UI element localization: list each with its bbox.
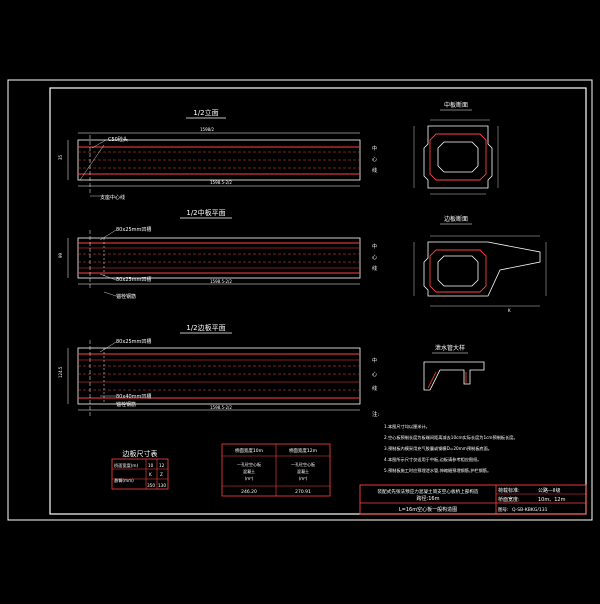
mid-plan-title: 1/2中板平面 [186, 208, 225, 217]
notes-heading: 注: [372, 410, 380, 418]
elevation-total-dim: 1598/2 [200, 127, 215, 132]
centerline-char-3: 线 [372, 167, 377, 174]
size-row1-label: 桥面宽度(m) [114, 462, 138, 469]
elevation-bottom-dim: 1598.5-2/2 [210, 180, 232, 185]
centerline-char-1: 中 [372, 145, 377, 152]
edge-section-k: K [508, 308, 511, 313]
load-label: 荷载标准: [498, 487, 520, 494]
mid-plan-view: 1/2中板平面 99 80x25mm凹槽 80x25mm凹槽 1598.5-2/… [58, 208, 377, 300]
note-line-4: 4.本图所示尺寸仅适用于中板,边板请参考相应图纸。 [384, 456, 481, 463]
size-row1-v2: 12 [159, 463, 165, 468]
edge-section-view: 边板断面 K [413, 215, 547, 313]
drawing-no: Q-SB-KBKG/131 [512, 507, 548, 513]
edge-cl-1: 中 [372, 357, 377, 364]
centerline-char-2: 心 [372, 156, 377, 163]
mid-section-title: 中板断面 [444, 101, 468, 109]
mid-anchor-label: 锚栓钢筋 [116, 293, 136, 300]
note-line-1: 1.本图尺寸均以厘米计。 [384, 423, 430, 430]
drain-detail-view: 泄水管大样 [423, 344, 485, 391]
mid-cl-3: 线 [372, 265, 377, 272]
edge-cl-3: 线 [372, 385, 377, 392]
inner-frame [49, 87, 587, 515]
edge-groove-bottom-label: 80x40mm凹槽 [116, 393, 151, 400]
conc-cell-2a: 一孔砼空心板 [291, 461, 315, 467]
edge-groove-top-label: 80x25mm凹槽 [116, 338, 151, 345]
size-row3-v2: 130 [158, 483, 166, 488]
edge-bottom-dim: 1598.5-2/2 [210, 405, 232, 410]
elev-height-dim: 35 [58, 154, 63, 160]
edge-width-dim: 124.5 [58, 366, 63, 378]
conc-cell-1c: (m³) [245, 476, 254, 481]
concrete-table: 桥面宽度10m 桥面宽度12m 一孔砼空心板 混凝土 (m³) 一孔砼空心板 混… [221, 443, 331, 497]
edge-cl-2: 心 [372, 371, 377, 378]
size-row2-label: 悬臂(mm) [114, 477, 134, 484]
mid-bottom-dim: 1598.5-2/2 [210, 279, 232, 284]
size-table: 边板尺寸表 桥面宽度(m) 10 12 悬臂(mm) K Z 350 130 [111, 449, 169, 490]
edge-plan-title: 1/2边板平面 [186, 323, 225, 332]
span-text: 跨径:16m [417, 495, 440, 502]
size-row1-v1: 10 [148, 463, 154, 468]
edge-anchor-label: 锚栓钢筋 [116, 401, 136, 408]
c50-label: C50砼头 [108, 136, 128, 143]
mid-width-dim: 99 [58, 252, 63, 258]
note-line-3: 3.预制板内模采用充气胶囊或钢模D=20mm预制板底面。 [384, 445, 492, 452]
notes-block: 注: 1.本图尺寸均以厘米计。 2.空心板预制长度为板端间距离减去10cm实际长… [372, 410, 518, 474]
outer-frame [7, 79, 593, 521]
project-name: 装配式先张法预应力混凝土简支空心板桥上部构造 [377, 488, 478, 495]
conc-value-1: 246.20 [241, 489, 257, 495]
note-line-5: 5.预制板施工时应预埋泄水管,伸缩缝预埋钢筋,护栏钢筋。 [384, 467, 491, 474]
conc-cell-2b: 混凝土 [297, 468, 309, 474]
elevation-title: 1/2立面 [193, 108, 218, 117]
size-row3-v1: 350 [147, 483, 155, 488]
mid-cl-2: 心 [372, 254, 377, 261]
conc-cell-2c: (m³) [299, 476, 308, 481]
conc-header-1: 桥面宽度10m [235, 447, 263, 454]
conc-cell-1b: 混凝土 [243, 468, 255, 474]
conc-value-2: 270.91 [295, 489, 311, 495]
mid-cl-1: 中 [372, 243, 377, 250]
conc-cell-1a: 一孔砼空心板 [237, 461, 261, 467]
edge-section-title: 边板断面 [444, 215, 468, 223]
mid-section-view: 中板断面 [413, 101, 499, 195]
edge-plan-view: 1/2边板平面 124.5 80x25mm凹槽 80x40mm凹槽 锚栓钢筋 1… [58, 323, 377, 418]
support-label: 支座中心线 [100, 194, 125, 201]
drawing-no-label: 图号: [498, 507, 509, 513]
elevation-view: 1/2立面 1598/2 C50砼头 35 1598.5-2/2 支座中心线 中… [58, 108, 377, 201]
size-table-title: 边板尺寸表 [123, 449, 158, 458]
mid-groove-top-label: 80x25mm凹槽 [116, 226, 151, 233]
drain-title: 泄水管大样 [435, 344, 465, 352]
size-row2-v1: K [149, 472, 152, 477]
mid-groove-bottom-label: 80x25mm凹槽 [116, 276, 151, 283]
width-value: 10m、12m [538, 497, 566, 503]
conc-header-2: 桥面宽度12m [289, 447, 317, 454]
load-value: 公路—Ⅱ级 [538, 487, 560, 494]
drawing-title: L=16m空心板一般构造图 [399, 506, 457, 513]
size-row2-v2: Z [160, 472, 163, 477]
width-label: 桥面宽度: [498, 496, 520, 503]
title-block: 装配式先张法预应力混凝土简支空心板桥上部构造 跨径:16m 荷载标准: 公路—Ⅱ… [359, 484, 587, 515]
note-line-2: 2.空心板预制长度为板端间距离减去10cm实际长度为1cm预制板长度。 [384, 434, 518, 441]
